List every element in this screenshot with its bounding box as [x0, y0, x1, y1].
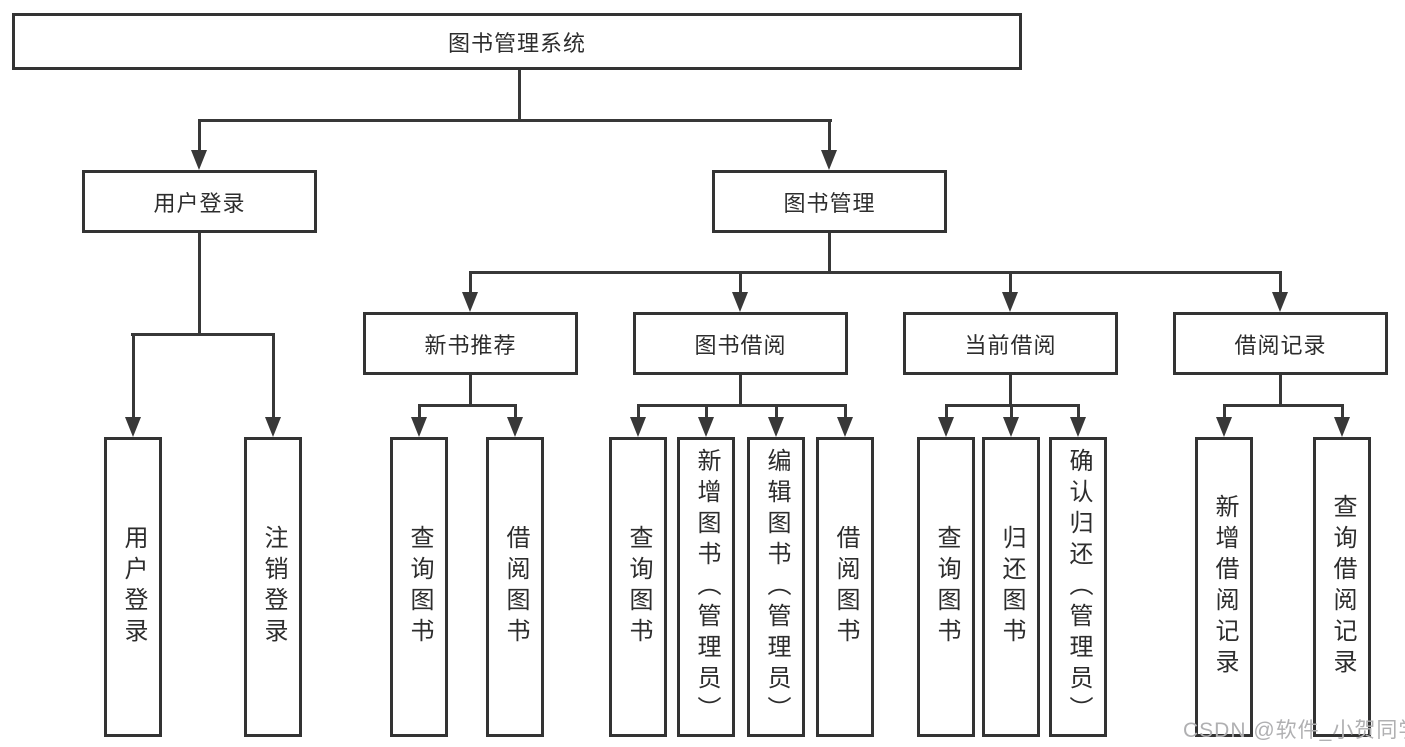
connector-line [417, 404, 517, 407]
leaf-borrow-books-recommend: 借阅图书 [486, 437, 544, 737]
connector-line [636, 404, 847, 407]
arrowhead-down [1216, 417, 1232, 437]
connector-line [518, 70, 521, 121]
connector-line [131, 333, 135, 421]
leaf-add-book-admin: 新增图书（管理员） [677, 437, 735, 737]
node-label: 当前借阅 [964, 332, 1057, 358]
node-label: 图书管理系统 [447, 30, 586, 56]
connector-line [1279, 271, 1282, 296]
node-label: 查询图书 [406, 525, 433, 649]
connector-line [469, 271, 472, 296]
leaf-confirm-return-admin: 确认归还（管理员） [1049, 437, 1107, 737]
node-label: 查询图书 [933, 525, 960, 649]
connector-line [704, 404, 708, 420]
arrowhead-down [1070, 417, 1086, 437]
connector-line [1222, 404, 1344, 407]
node-new-book-recommendation: 新书推荐 [363, 312, 578, 375]
connector-line [513, 404, 517, 420]
leaf-user-login: 用户登录 [104, 437, 162, 737]
arrowhead-down [630, 417, 646, 437]
node-borrowing-records: 借阅记录 [1173, 312, 1388, 375]
connector-line [1009, 404, 1013, 420]
arrowhead-down [1334, 417, 1350, 437]
arrowhead-down [938, 417, 954, 437]
arrowhead-down [732, 292, 748, 312]
watermark-text: CSDN @软件_小贺同学 [1183, 719, 1405, 742]
connector-line [198, 233, 201, 336]
leaf-borrow-books-borrowing: 借阅图书 [816, 437, 874, 737]
node-label: 图书管理 [783, 190, 876, 216]
connector-line [1340, 404, 1344, 420]
leaf-add-borrow-record: 新增借阅记录 [1195, 437, 1253, 737]
node-label: 查询借阅记录 [1329, 494, 1356, 680]
leaf-query-books-current: 查询图书 [917, 437, 975, 737]
node-label: 新增图书（管理员） [693, 447, 720, 727]
arrowhead-down [462, 292, 478, 312]
arrowhead-down [1272, 292, 1288, 312]
node-label: 编辑图书（管理员） [763, 447, 790, 727]
node-book-management: 图书管理 [712, 170, 947, 233]
arrowhead-down [265, 417, 281, 437]
arrowhead-down [768, 417, 784, 437]
node-label: 借阅图书 [832, 525, 859, 649]
connector-line [774, 404, 778, 420]
arrowhead-down [411, 417, 427, 437]
leaf-query-borrow-record: 查询借阅记录 [1313, 437, 1371, 737]
connector-line [271, 333, 275, 421]
leaf-return-books: 归还图书 [982, 437, 1040, 737]
connector-line [198, 119, 832, 122]
arrowhead-down [698, 417, 714, 437]
arrowhead-down [1003, 417, 1019, 437]
node-label: 图书借阅 [694, 332, 787, 358]
node-label: 确认归还（管理员） [1065, 447, 1092, 727]
arrowhead-down [191, 150, 207, 170]
arrowhead-down [821, 150, 837, 170]
connector-line [843, 404, 847, 420]
node-label: 用户登录 [153, 190, 246, 216]
connector-line [469, 375, 472, 407]
node-label: 新增借阅记录 [1211, 494, 1238, 680]
connector-line [1076, 404, 1080, 420]
connector-line [739, 271, 742, 296]
connector-line [198, 119, 201, 153]
node-label: 注销登录 [260, 525, 287, 649]
connector-line [1009, 271, 1012, 296]
arrowhead-down [507, 417, 523, 437]
connector-line [1009, 375, 1012, 407]
node-user-login: 用户登录 [82, 170, 317, 233]
node-current-borrowing: 当前借阅 [903, 312, 1118, 375]
node-label: 归还图书 [998, 525, 1025, 649]
connector-line [1279, 375, 1282, 407]
node-label: 借阅记录 [1234, 332, 1327, 358]
connector-line [739, 375, 742, 407]
node-book-borrowing: 图书借阅 [633, 312, 848, 375]
arrowhead-down [1002, 292, 1018, 312]
connector-line [828, 119, 831, 153]
leaf-query-books-recommend: 查询图书 [390, 437, 448, 737]
arrowhead-down [125, 417, 141, 437]
connector-line [636, 404, 640, 420]
leaf-query-books-borrowing: 查询图书 [609, 437, 667, 737]
node-library-management-system: 图书管理系统 [12, 13, 1022, 70]
node-label: 借阅图书 [502, 525, 529, 649]
connector-line [131, 333, 274, 336]
connector-line [1222, 404, 1226, 420]
node-label: 新书推荐 [424, 332, 517, 358]
arrowhead-down [837, 417, 853, 437]
connector-line [417, 404, 421, 420]
leaf-logout: 注销登录 [244, 437, 302, 737]
node-label: 查询图书 [625, 525, 652, 649]
connector-line [469, 271, 1282, 274]
leaf-edit-book-admin: 编辑图书（管理员） [747, 437, 805, 737]
node-label: 用户登录 [120, 525, 147, 649]
connector-line [828, 233, 831, 274]
connector-line [944, 404, 948, 420]
